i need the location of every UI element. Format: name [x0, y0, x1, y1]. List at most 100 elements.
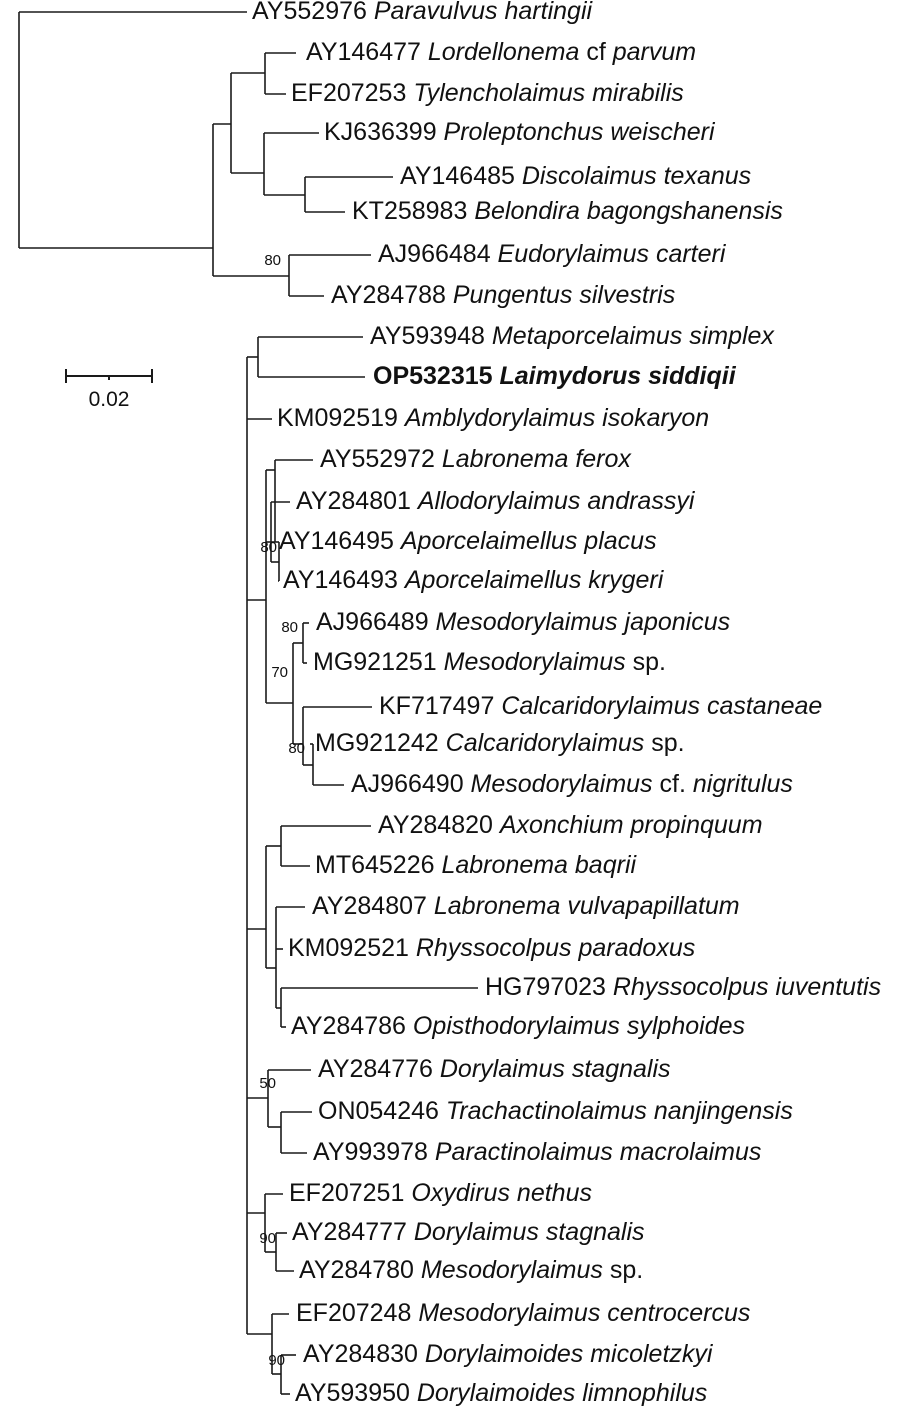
- tip-space: [769, 973, 776, 1001]
- tip-space: [682, 322, 689, 350]
- tip-accession: AY146485: [400, 162, 522, 190]
- tip-species: Rhyssocolpus: [416, 934, 572, 962]
- tip-space: [600, 1299, 607, 1327]
- tip-label: AY593950 Dorylaimoides limnophilus: [295, 1379, 707, 1407]
- tip-label: KF717497 Calcaridorylaimus castaneae: [379, 692, 822, 720]
- bootstrap-value: 70: [271, 664, 288, 681]
- tip-accession: MG921251: [313, 648, 444, 676]
- tip-label: MT645226 Labronema baqrii: [315, 851, 637, 879]
- bootstrap-value: 80: [264, 252, 281, 269]
- tip-label: AJ966490 Mesodorylaimus cf. nigritulus: [351, 770, 793, 798]
- tip-label: AY146485 Discolaimus texanus: [400, 162, 751, 190]
- tip-species: Pungentus: [453, 281, 573, 309]
- tip-species: Dorylaimoides: [425, 1340, 583, 1368]
- tip-label: AY284777 Dorylaimus stagnalis: [292, 1218, 645, 1246]
- tip-species: Dorylaimoides: [417, 1379, 575, 1407]
- tip-species: bagongshanensis: [587, 197, 783, 225]
- tip-accession: KM092519: [277, 404, 405, 432]
- tip-species: Dorylaimus: [440, 1055, 565, 1083]
- tip-accession: AY146477: [306, 38, 428, 66]
- tip-species: Rhyssocolpus: [613, 973, 769, 1001]
- tip-space: [577, 527, 584, 555]
- tip-label: AY284780 Mesodorylaimus sp.: [299, 1256, 643, 1284]
- tip-label: AY146493 Aporcelaimellus krygeri: [283, 566, 665, 594]
- tip-species: stagnalis: [572, 1055, 671, 1083]
- tip-space: [613, 1138, 620, 1166]
- tip-species: Calcaridorylaimus: [501, 692, 700, 720]
- tip-species: Paractinolaimus: [435, 1138, 613, 1166]
- tip-accession: AJ966490: [351, 770, 471, 798]
- tip-species: krygeri: [588, 566, 664, 594]
- tip-space: [579, 38, 586, 66]
- tip-species: simplex: [689, 322, 775, 350]
- tip-accession: AY284788: [331, 281, 453, 309]
- tip-label: KM092521 Rhyssocolpus paradoxus: [288, 934, 695, 962]
- tip-label: AY284807 Labronema vulvapapillatum: [312, 892, 740, 920]
- tip-species: iuventutis: [775, 973, 881, 1001]
- tip-label: EF207253 Tylencholaimus mirabilis: [291, 79, 684, 107]
- tip-species: nanjingensis: [654, 1097, 793, 1125]
- tip-species: parvum: [612, 38, 696, 66]
- tip-species: texanus: [664, 162, 752, 190]
- tip-space: [657, 162, 664, 190]
- tip-accession: AJ966489: [316, 608, 436, 636]
- tip-label: AY284820 Axonchium propinquum: [378, 811, 763, 839]
- tip-label: OP532315 Laimydorus siddiqii: [373, 362, 737, 390]
- tip-species: silvestris: [579, 281, 675, 309]
- tip-accession: AY146493: [283, 566, 405, 594]
- tip-qualifier: sp.: [633, 648, 666, 676]
- tip-species: Mesodorylaimus: [421, 1256, 603, 1284]
- tip-species: Labronema: [441, 851, 568, 879]
- tip-species: nigritulus: [693, 770, 793, 798]
- tip-species: Discolaimus: [522, 162, 657, 190]
- tip-species: Laimydorus: [500, 362, 642, 390]
- tip-accession: EF207253: [291, 79, 413, 107]
- tip-species: stagnalis: [546, 1218, 645, 1246]
- tip-label: AY284786 Opisthodorylaimus sylphoides: [291, 1012, 745, 1040]
- scale-bar-label: 0.02: [89, 388, 130, 411]
- tip-qualifier: cf: [586, 38, 606, 66]
- tip-accession: ON054246: [318, 1097, 446, 1125]
- tip-label: KJ636399 Proleptonchus weischeri: [324, 118, 716, 146]
- tip-space: [624, 811, 631, 839]
- tip-species: Trachactinolaimus: [446, 1097, 647, 1125]
- tip-species: nethus: [517, 1179, 592, 1207]
- tip-species: Proleptonchus: [444, 118, 604, 146]
- tip-space: [606, 38, 613, 66]
- tip-label: AY993978 Paractinolaimus macrolaimus: [313, 1138, 761, 1166]
- bootstrap-value: 50: [259, 1075, 276, 1092]
- tip-accession: AY284807: [312, 892, 434, 920]
- tip-accession: AY993978: [313, 1138, 435, 1166]
- tip-qualifier: cf.: [660, 770, 686, 798]
- tip-accession: AY284786: [291, 1012, 413, 1040]
- tip-accession: AY593950: [295, 1379, 417, 1407]
- tip-space: [572, 281, 579, 309]
- tip-space: [653, 770, 660, 798]
- tip-species: Paravulvus: [374, 0, 498, 25]
- bootstrap-value: 90: [259, 1230, 276, 1247]
- tip-species: weischeri: [610, 118, 716, 146]
- tip-space: [644, 729, 651, 757]
- tip-accession: KF717497: [379, 692, 501, 720]
- tip-accession: KJ636399: [324, 118, 444, 146]
- tip-space: [583, 1340, 590, 1368]
- bootstrap-value: 80: [281, 619, 298, 636]
- tip-species: Labronema: [434, 892, 561, 920]
- tip-label: EF207248 Mesodorylaimus centrocercus: [296, 1299, 750, 1327]
- tip-space: [560, 892, 567, 920]
- tip-accession: EF207251: [289, 1179, 411, 1207]
- tip-label: AY284788 Pungentus silvestris: [331, 281, 675, 309]
- tip-label: KM092519 Amblydorylaimus isokaryon: [277, 404, 709, 432]
- tip-space: [686, 770, 693, 798]
- scale-bar: 0.02: [65, 369, 153, 411]
- tip-species: ferox: [575, 445, 632, 473]
- branch-layer: [18, 11, 478, 1395]
- tip-space: [568, 851, 575, 879]
- tip-space: [580, 487, 587, 515]
- tip-accession: AY284780: [299, 1256, 421, 1284]
- tip-species: Mesodorylaimus: [418, 1299, 600, 1327]
- tip-species: propinquum: [630, 811, 763, 839]
